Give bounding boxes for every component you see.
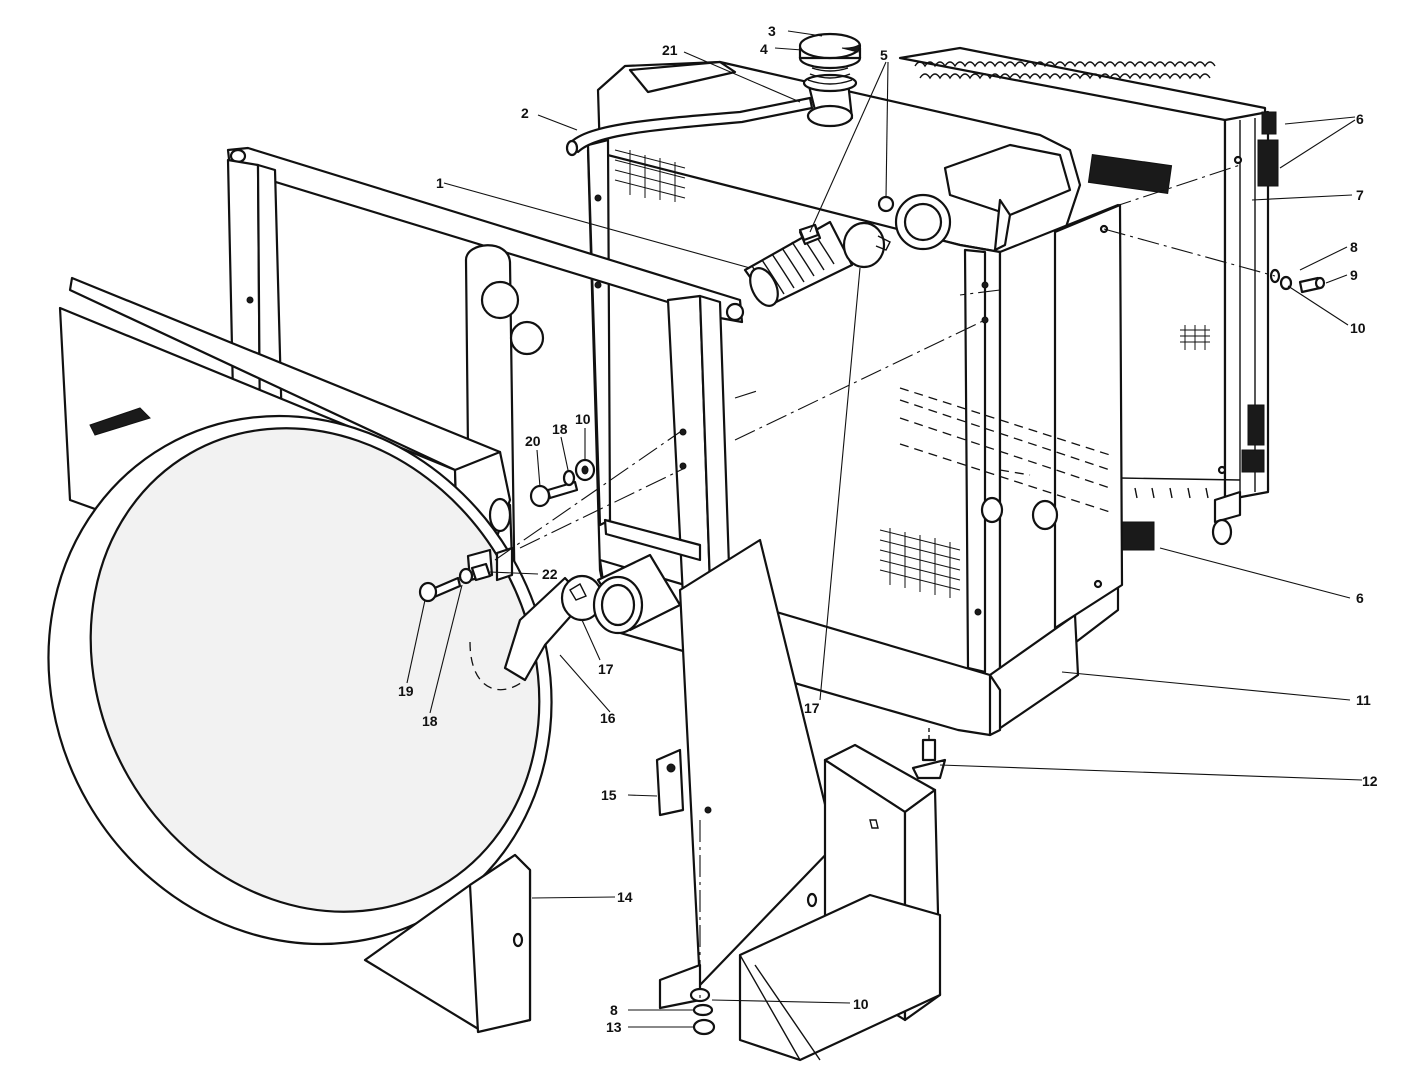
fan-shroud [47,276,553,1034]
callout-17-upper: 17 [804,700,820,716]
callout-6-top: 6 [1356,111,1364,127]
callout-4: 4 [760,41,768,57]
callout-18-lower: 18 [422,713,438,729]
callout-14: 14 [617,889,633,905]
callout-18-upper: 18 [552,421,568,437]
foot-mount [658,743,942,1062]
callout-17-lower: 17 [598,661,614,677]
hardware [418,195,1326,1036]
callout-5: 5 [880,47,888,63]
callout-7: 7 [1356,187,1364,203]
side-baffle [655,538,837,987]
callout-22: 22 [542,566,558,582]
leader-lines [406,30,1363,1028]
callout-12: 12 [1362,773,1378,789]
callout-8-right: 8 [1350,239,1358,255]
callout-11: 11 [1356,692,1371,708]
callout-2: 2 [521,105,529,121]
callout-10-right: 10 [1350,320,1366,336]
callout-21: 21 [662,42,678,58]
radiator-tank [586,60,1124,737]
callout-15: 15 [601,787,617,803]
callout-8-bottom: 8 [610,1002,618,1018]
radiator-cap [798,32,862,93]
radiator-core [898,46,1279,551]
callout-3: 3 [768,23,776,39]
callout-16: 16 [600,710,616,726]
callout-labels: 3 4 21 5 2 6 7 1 8 9 10 20 18 10 22 6 19… [398,23,1378,1035]
callout-10-bottom: 10 [853,996,869,1012]
lower-hose [469,553,682,691]
callout-6-bottom: 6 [1356,590,1364,606]
callout-19: 19 [398,683,414,699]
callout-9: 9 [1350,267,1358,283]
alignment-lines [494,164,1276,998]
callout-1: 1 [436,175,444,191]
callout-13: 13 [606,1019,622,1035]
callout-20: 20 [525,433,541,449]
drain-cock [911,728,947,780]
callout-10-mid: 10 [575,411,591,427]
overflow-hose [565,96,814,157]
